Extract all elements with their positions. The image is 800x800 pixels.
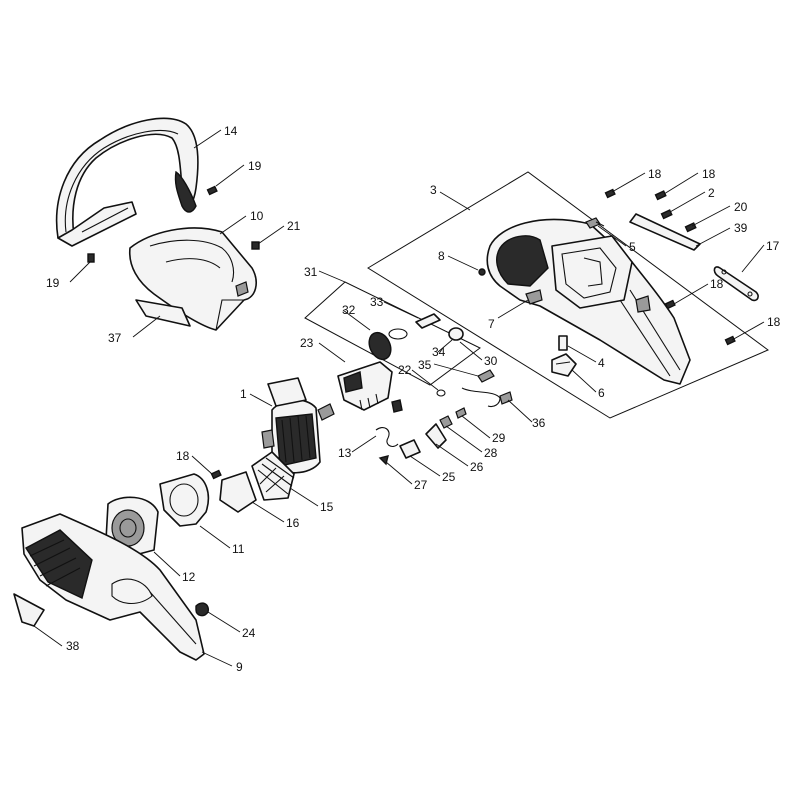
- callout-33: 33: [370, 295, 384, 309]
- spring-connector: [375, 427, 399, 447]
- callout-35: 35: [418, 358, 432, 372]
- callout-31: 31: [304, 265, 318, 279]
- callout-4: 4: [598, 356, 605, 370]
- callout-12: 12: [182, 570, 196, 584]
- callout-16: 16: [286, 516, 300, 530]
- callout-18: 18: [767, 315, 781, 329]
- callout-18: 18: [702, 167, 716, 181]
- callout-22: 22: [398, 363, 412, 377]
- chain-tensioner-plate: [713, 266, 759, 302]
- trigger-parts: [378, 415, 453, 466]
- callout-labels: 14 19 10 21 19 37 3 18 18 2 20 39 5 8 17…: [46, 124, 781, 674]
- callout-6: 6: [598, 386, 605, 400]
- grommet: [195, 602, 210, 617]
- callout-38: 38: [66, 639, 80, 653]
- spring-cap: [391, 399, 403, 413]
- filter-parts-32-33: [368, 313, 441, 361]
- group-frame-31: [304, 281, 481, 386]
- callout-25: 25: [442, 470, 456, 484]
- callout-24: 24: [242, 626, 256, 640]
- callout-10: 10: [250, 209, 264, 223]
- callout-36: 36: [532, 416, 546, 430]
- screws: [87, 185, 736, 480]
- pad-part-16: [219, 471, 257, 513]
- motor-armature: [261, 377, 335, 474]
- callout-28: 28: [484, 446, 498, 460]
- side-cover: [21, 513, 205, 661]
- callout-34: 34: [432, 345, 446, 359]
- callout-7: 7: [488, 317, 495, 331]
- filter-grid: [251, 451, 295, 501]
- warning-label-decal: [135, 299, 191, 327]
- front-handle: [55, 117, 199, 247]
- crankcase-body: [486, 218, 691, 385]
- callout-15: 15: [320, 500, 334, 514]
- callout-20: 20: [734, 200, 748, 214]
- callout-32: 32: [342, 303, 356, 317]
- callout-39: 39: [734, 221, 748, 235]
- callout-11: 11: [232, 542, 245, 556]
- sprocket-guard: [159, 473, 210, 527]
- callout-26: 26: [470, 460, 484, 474]
- callout-9: 9: [236, 660, 243, 674]
- callout-1: 1: [240, 387, 247, 401]
- callout-18: 18: [176, 449, 190, 463]
- warning-label-38: [13, 593, 45, 627]
- callout-18: 18: [710, 277, 724, 291]
- callout-5: 5: [629, 240, 636, 254]
- callout-29: 29: [492, 431, 506, 445]
- callout-14: 14: [224, 124, 238, 138]
- top-cover: [129, 227, 257, 331]
- callout-18: 18: [648, 167, 662, 181]
- callout-27: 27: [414, 478, 428, 492]
- group-frame-3: [367, 171, 769, 419]
- callout-8: 8: [438, 249, 445, 263]
- leader-lines: [33, 129, 765, 667]
- callout-19: 19: [248, 159, 262, 173]
- callout-30: 30: [484, 354, 498, 368]
- callout-37: 37: [108, 331, 122, 345]
- callout-19: 19: [46, 276, 60, 290]
- strip-part-39: [629, 213, 701, 251]
- callout-17: 17: [766, 239, 780, 253]
- callout-23: 23: [300, 336, 314, 350]
- callout-13: 13: [338, 446, 352, 460]
- bolt-part-5: [585, 217, 605, 229]
- callout-21: 21: [287, 219, 301, 233]
- small-fittings: [436, 327, 513, 419]
- callout-2: 2: [708, 186, 715, 200]
- pin-and-bracket: [551, 335, 577, 377]
- switch-block: [337, 361, 393, 411]
- callout-3: 3: [430, 183, 437, 197]
